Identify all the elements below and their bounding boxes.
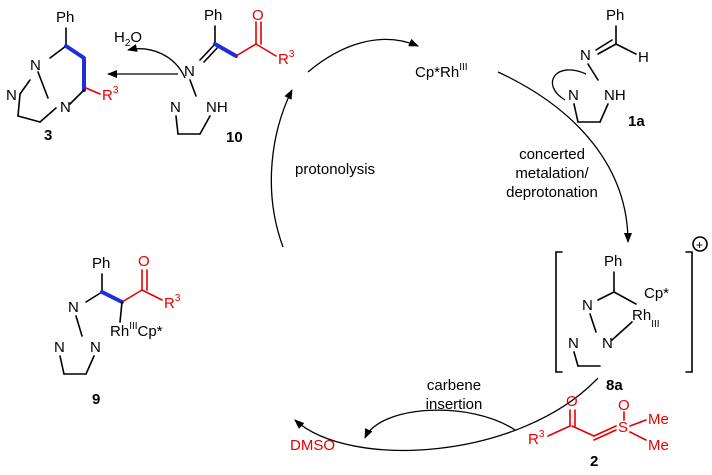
svg-text:RhIIICp*: RhIIICp*: [110, 321, 163, 340]
svg-text:N: N: [68, 299, 79, 316]
svg-text:Ph: Ph: [604, 253, 622, 270]
svg-text:Ph: Ph: [56, 9, 74, 26]
svg-text:N: N: [568, 87, 579, 104]
cycle-arrows: [127, 38, 632, 452]
svg-text:Cp*: Cp*: [644, 285, 669, 302]
compound-10-structure: Ph N O R3 N NH 10: [170, 7, 295, 146]
exit-arrow-water: [127, 44, 186, 79]
step-metalation-line-3: deprotonation: [506, 184, 598, 201]
step-protonolysis-label: protonolysis: [295, 161, 375, 178]
svg-text:N: N: [184, 63, 195, 80]
svg-text:NH: NH: [604, 87, 626, 104]
svg-text:Ph: Ph: [92, 255, 110, 272]
svg-text:N: N: [30, 57, 41, 74]
svg-text:NH: NH: [206, 99, 228, 116]
entry-arrow-1a: [552, 69, 587, 101]
step-metalation-line-2: metalation/: [515, 165, 589, 182]
svg-text:S: S: [618, 419, 628, 436]
step-insertion-line-1: carbene: [427, 377, 481, 394]
svg-text:Ph: Ph: [204, 7, 222, 24]
svg-text:O: O: [618, 397, 630, 414]
svg-text:O: O: [566, 393, 578, 410]
compound-9-number: 9: [92, 391, 100, 408]
compound-10-number: 10: [226, 129, 243, 146]
svg-text:R3: R3: [164, 293, 181, 312]
compound-8a-structure: + Ph N Cp* RhIII N N 8a: [555, 236, 708, 394]
svg-text:Cp*RhIII: Cp*RhIII: [415, 62, 468, 81]
arc-8a-to-9: [294, 377, 599, 452]
arc-10-to-catalyst: [307, 38, 419, 73]
compound-1a-structure: Ph H N N NH 1a: [568, 7, 649, 130]
step-insertion-label: carbene insertion: [426, 377, 483, 413]
arc-9-to-10: [270, 89, 293, 248]
compound-2-number: 2: [590, 453, 598, 470]
svg-text:N: N: [60, 99, 71, 116]
compound-8a-number: 8a: [606, 377, 623, 394]
svg-text:N: N: [602, 335, 613, 352]
compound-3-number: 3: [44, 127, 52, 144]
byproduct-water: H2O: [114, 29, 142, 49]
svg-text:R3: R3: [102, 85, 119, 104]
arc-catalyst-to-8a: [497, 71, 632, 243]
svg-text:N: N: [568, 335, 579, 352]
svg-text:R3: R3: [278, 49, 295, 68]
exit-arrow-dmso: [364, 409, 516, 439]
svg-text:Me: Me: [648, 437, 669, 454]
svg-text:Me: Me: [648, 411, 669, 428]
svg-text:N: N: [170, 99, 181, 116]
svg-text:RhIII: RhIII: [632, 307, 660, 330]
svg-text:Ph: Ph: [606, 7, 624, 24]
svg-text:N: N: [90, 339, 101, 356]
charge-symbol: +: [696, 238, 703, 252]
compound-9-structure: Ph N O R3 RhIIICp* N N 9: [54, 253, 181, 408]
step-metalation-line-1: concerted: [519, 146, 585, 163]
step-insertion-line-2: insertion: [426, 396, 483, 413]
svg-text:O: O: [252, 7, 264, 24]
compound-1a-number: 1a: [628, 113, 645, 130]
step-metalation-label: concerted metalation/ deprotonation: [506, 146, 598, 201]
svg-text:O: O: [138, 253, 150, 270]
compound-3-structure: Ph N R3 N N 3: [6, 9, 119, 144]
svg-text:N: N: [580, 47, 591, 64]
svg-text:N: N: [582, 297, 593, 314]
svg-text:R3: R3: [528, 429, 545, 448]
svg-text:H: H: [638, 49, 649, 66]
svg-text:N: N: [54, 339, 65, 356]
byproduct-dmso: DMSO: [290, 437, 335, 454]
catalyst-label: Cp*RhIII: [415, 62, 468, 81]
svg-text:N: N: [6, 87, 17, 104]
compound-2-structure: O R3 S O Me Me 2: [528, 393, 669, 470]
